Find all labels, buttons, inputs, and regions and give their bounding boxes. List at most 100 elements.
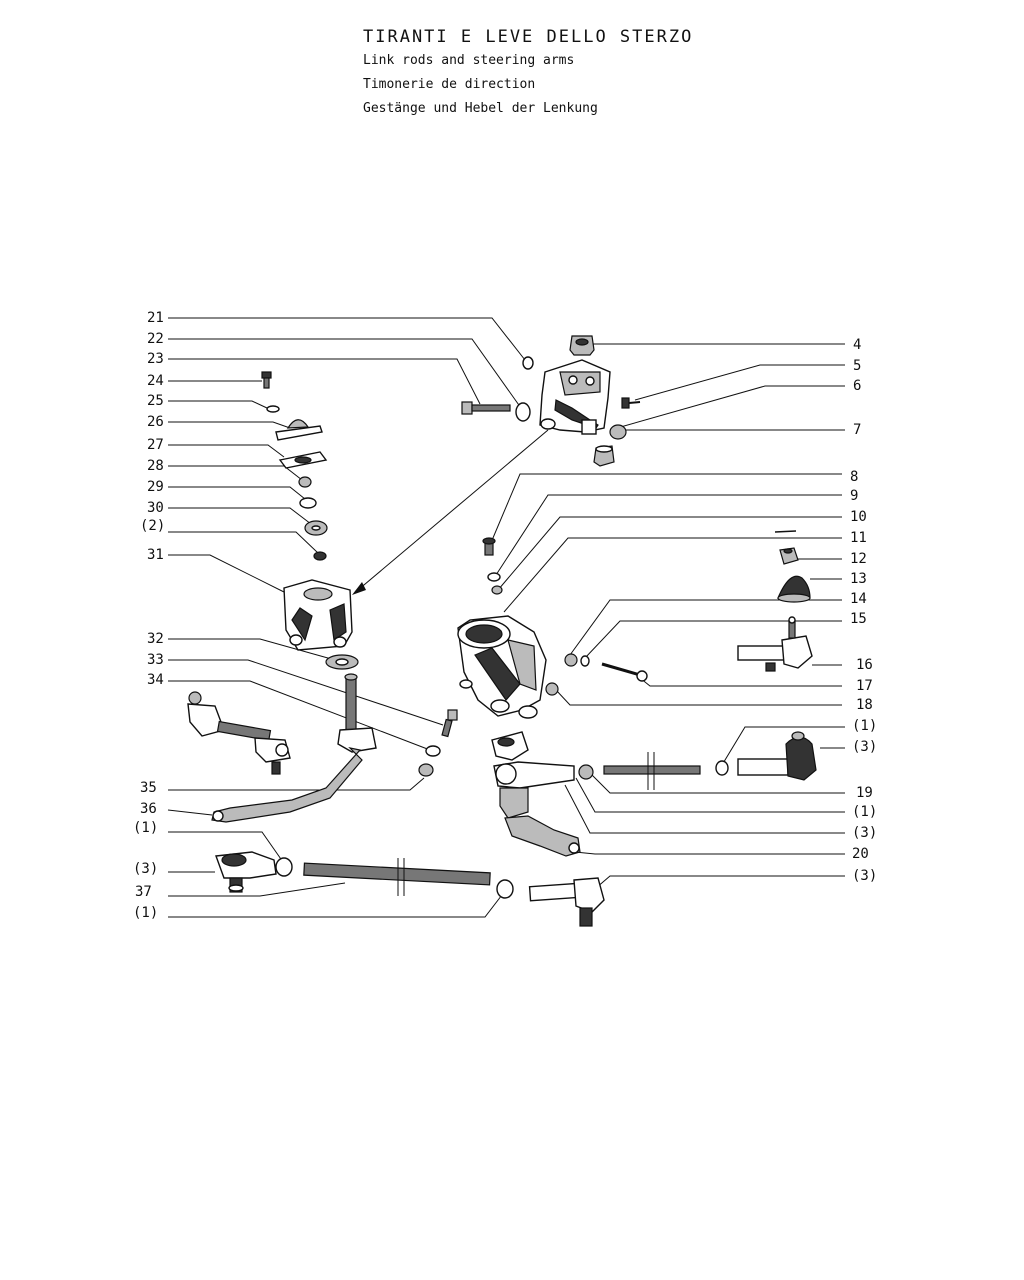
link-stud xyxy=(271,761,281,775)
leader-36 xyxy=(167,809,213,816)
dust-boot-13-base xyxy=(777,593,811,603)
tie-rod-end-16-head xyxy=(781,635,813,669)
part-2-nut xyxy=(313,551,327,561)
link-ball-top xyxy=(188,691,202,705)
callout-5: 5 xyxy=(853,358,861,374)
callout-13: 13 xyxy=(850,571,867,587)
leader-19 xyxy=(591,774,845,794)
callout-34: 34 xyxy=(147,672,164,688)
right-end-cap xyxy=(791,731,805,741)
part-steering-box xyxy=(457,537,547,719)
callout-28: 28 xyxy=(147,458,164,474)
title-german: Gestänge und Hebel der Lenkung xyxy=(363,101,598,116)
bolt-17-shank xyxy=(601,662,641,677)
box-foot-a xyxy=(490,699,510,713)
leader-2 xyxy=(168,531,319,554)
box-foot-b xyxy=(518,705,538,719)
callout-37: 37 xyxy=(135,884,152,900)
part-18-nut xyxy=(545,682,559,696)
leader-33 xyxy=(168,659,444,726)
box-nut-10 xyxy=(491,585,503,595)
part-33-bolt xyxy=(441,709,458,738)
callout-1-c: (1) xyxy=(852,718,877,734)
callout-21: 21 xyxy=(147,310,164,326)
bracket-arrow xyxy=(352,429,549,595)
part-31-mount xyxy=(283,579,353,651)
mount-31-rib-a xyxy=(291,607,313,642)
box-rib-b xyxy=(507,639,537,691)
leader-11 xyxy=(503,537,842,613)
callout-1-b: (1) xyxy=(133,905,158,921)
leader-37 xyxy=(168,882,346,897)
pitman-arm-hub xyxy=(499,787,529,819)
callout-32: 32 xyxy=(147,631,164,647)
part-15-washer xyxy=(580,655,590,667)
part-16-tie-rod-end xyxy=(737,616,813,672)
right-callouts: 4 5 6 7 8 9 10 11 12 13 14 15 16 17 18 (… xyxy=(850,337,877,884)
right-end-head xyxy=(785,736,817,781)
dust-boot-13-body xyxy=(777,575,811,599)
callout-31: 31 xyxy=(147,547,164,563)
bracket-foot-a xyxy=(540,418,556,430)
bolt-33-head xyxy=(447,709,458,721)
leader-21 xyxy=(168,317,526,361)
bracket-foot-b xyxy=(581,419,597,435)
callout-10: 10 xyxy=(850,509,867,525)
callout-11: 11 xyxy=(850,530,867,546)
right-end-nut-1 xyxy=(715,760,729,776)
pitman-arm-lever-eye xyxy=(568,842,580,854)
part-36-idler-arm xyxy=(211,673,377,823)
tie-rod-end-16-grease-nipple xyxy=(765,662,776,672)
leader-1-b xyxy=(168,890,506,918)
leader-23 xyxy=(168,358,481,405)
part-3-right-tie-rod-end xyxy=(715,731,817,781)
arrow-line xyxy=(357,429,549,591)
part-25-washer xyxy=(266,405,280,413)
part-14-washer xyxy=(564,653,578,667)
leader-14 xyxy=(569,599,842,656)
leader-29 xyxy=(168,486,306,500)
leader-28 xyxy=(168,465,303,481)
callout-27: 27 xyxy=(147,437,164,453)
mount-31-rib-b xyxy=(329,603,347,642)
leader-lines-right xyxy=(489,343,845,889)
callout-12: 12 xyxy=(850,551,867,567)
callout-3-c: (3) xyxy=(852,825,877,841)
callout-15: 15 xyxy=(850,611,867,627)
callout-33: 33 xyxy=(147,652,164,668)
callout-30: 30 xyxy=(147,500,164,516)
adjusting-rod-19-nut-1 xyxy=(578,764,594,780)
callout-3-a: (3) xyxy=(133,861,158,877)
title-italian: TIRANTI E LEVE DELLO STERZO xyxy=(363,27,694,47)
tie-rod-end-16-shank xyxy=(737,645,789,661)
box-washer-9 xyxy=(487,572,501,582)
right-end-shank xyxy=(737,758,789,776)
leader-8 xyxy=(489,473,842,546)
part-34-washer xyxy=(425,745,441,757)
leader-5 xyxy=(634,364,845,401)
box-foot-c xyxy=(459,679,473,689)
part-23-bolt xyxy=(461,401,511,415)
part-22-washer xyxy=(515,402,531,422)
screw-24-shank xyxy=(263,377,270,389)
bracket-hole-b xyxy=(585,376,595,386)
part-28-nut xyxy=(298,476,312,488)
callout-1-d: (1) xyxy=(852,804,877,820)
adjusting-rod-19-thread xyxy=(603,765,701,775)
callout-7: 7 xyxy=(853,422,861,438)
washer-32-hole xyxy=(335,658,349,666)
part-11-cotter-pin xyxy=(774,530,797,533)
box-screw-8-head xyxy=(482,537,496,545)
part-6-spacer xyxy=(593,445,615,467)
pitman-arm-top-bore xyxy=(497,737,515,747)
leader-17 xyxy=(639,677,842,687)
cover-26-dome xyxy=(286,419,310,429)
part-24-screw xyxy=(261,371,272,389)
left-end-bore xyxy=(221,853,247,867)
leader-31 xyxy=(168,554,285,593)
callout-3-b: (3) xyxy=(852,739,877,755)
callout-19: 19 xyxy=(856,785,873,801)
leader-34 xyxy=(168,680,431,751)
callout-29: 29 xyxy=(147,479,164,495)
idler-arm-eye xyxy=(212,810,224,822)
